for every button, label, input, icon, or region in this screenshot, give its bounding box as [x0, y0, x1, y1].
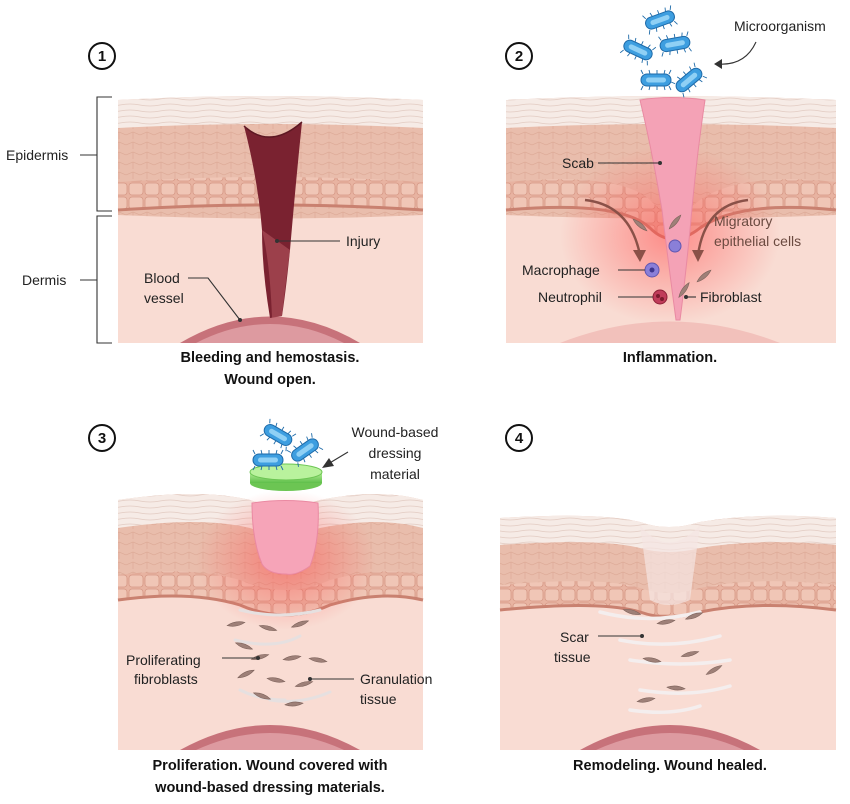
- svg-text:4: 4: [515, 430, 524, 447]
- fibroblast-label: Fibroblast: [700, 289, 762, 305]
- blood-vessel-label-2: vessel: [144, 290, 184, 306]
- caption-2: Inflammation.: [623, 350, 717, 366]
- neutrophil-label: Neutrophil: [538, 289, 602, 305]
- panel-1: 1 Epidermis Dermis Injury Blood vessel B…: [6, 42, 424, 388]
- scar-tissue-label-2: tissue: [554, 649, 591, 665]
- step-number-3: 3: [88, 424, 116, 452]
- panel-3: 3 Wound-based dressing material Prolifer…: [88, 418, 439, 796]
- caption-1-line-2: Wound open.: [224, 372, 316, 388]
- macrophage-label: Macrophage: [522, 262, 600, 278]
- skin-block-2: [505, 96, 837, 343]
- neutrophil-cell: [652, 289, 668, 305]
- blood-vessel-label: Blood: [144, 270, 180, 286]
- caption-3-line-1: Proliferation. Wound covered with: [153, 758, 388, 774]
- svg-text:3: 3: [98, 430, 106, 447]
- svg-text:2: 2: [515, 48, 523, 65]
- dressing-label-3: material: [370, 466, 420, 482]
- dressing-material: [249, 463, 323, 491]
- panel-2: 2 Microorganism Scab Migratory epithelia…: [505, 4, 837, 366]
- skin-block-3: [117, 490, 424, 750]
- caption-4: Remodeling. Wound healed.: [573, 758, 767, 774]
- skin-block-4: [499, 515, 837, 750]
- granulation-tissue-label-2: tissue: [360, 691, 397, 707]
- injury-label: Injury: [346, 233, 380, 249]
- skin-block-1: [117, 96, 424, 343]
- caption-1-line-1: Bleeding and hemostasis.: [181, 350, 360, 366]
- scab-label: Scab: [562, 155, 594, 171]
- dressing-label: Wound-based: [352, 424, 439, 440]
- dermis-label: Dermis: [22, 272, 66, 288]
- layer-brackets: [96, 96, 112, 344]
- microorganism-label: Microorganism: [734, 18, 826, 34]
- granulation-tissue-label: Granulation: [360, 671, 432, 687]
- caption-3-line-2: wound-based dressing materials.: [154, 780, 385, 796]
- scar-tissue-label: Scar: [560, 629, 589, 645]
- migratory-cells-label-2: epithelial cells: [714, 233, 801, 249]
- proliferating-fibroblasts-label: Proliferating: [126, 652, 201, 668]
- step-number-4: 4: [505, 424, 533, 452]
- microorganisms: [619, 4, 708, 98]
- migratory-cells-label: Migratory: [714, 213, 772, 229]
- proliferating-fibroblasts-label-2: fibroblasts: [134, 671, 198, 687]
- svg-text:1: 1: [98, 48, 106, 65]
- dressing-label-2: dressing: [369, 445, 422, 461]
- epidermis-label: Epidermis: [6, 147, 68, 163]
- microorganisms-3: [252, 418, 324, 471]
- step-number-2: 2: [505, 42, 533, 70]
- step-number-1: 1: [88, 42, 116, 70]
- panel-4: 4 Scar tissue Remodeling. Wound healed.: [499, 424, 837, 774]
- scar-tissue: [598, 610, 732, 714]
